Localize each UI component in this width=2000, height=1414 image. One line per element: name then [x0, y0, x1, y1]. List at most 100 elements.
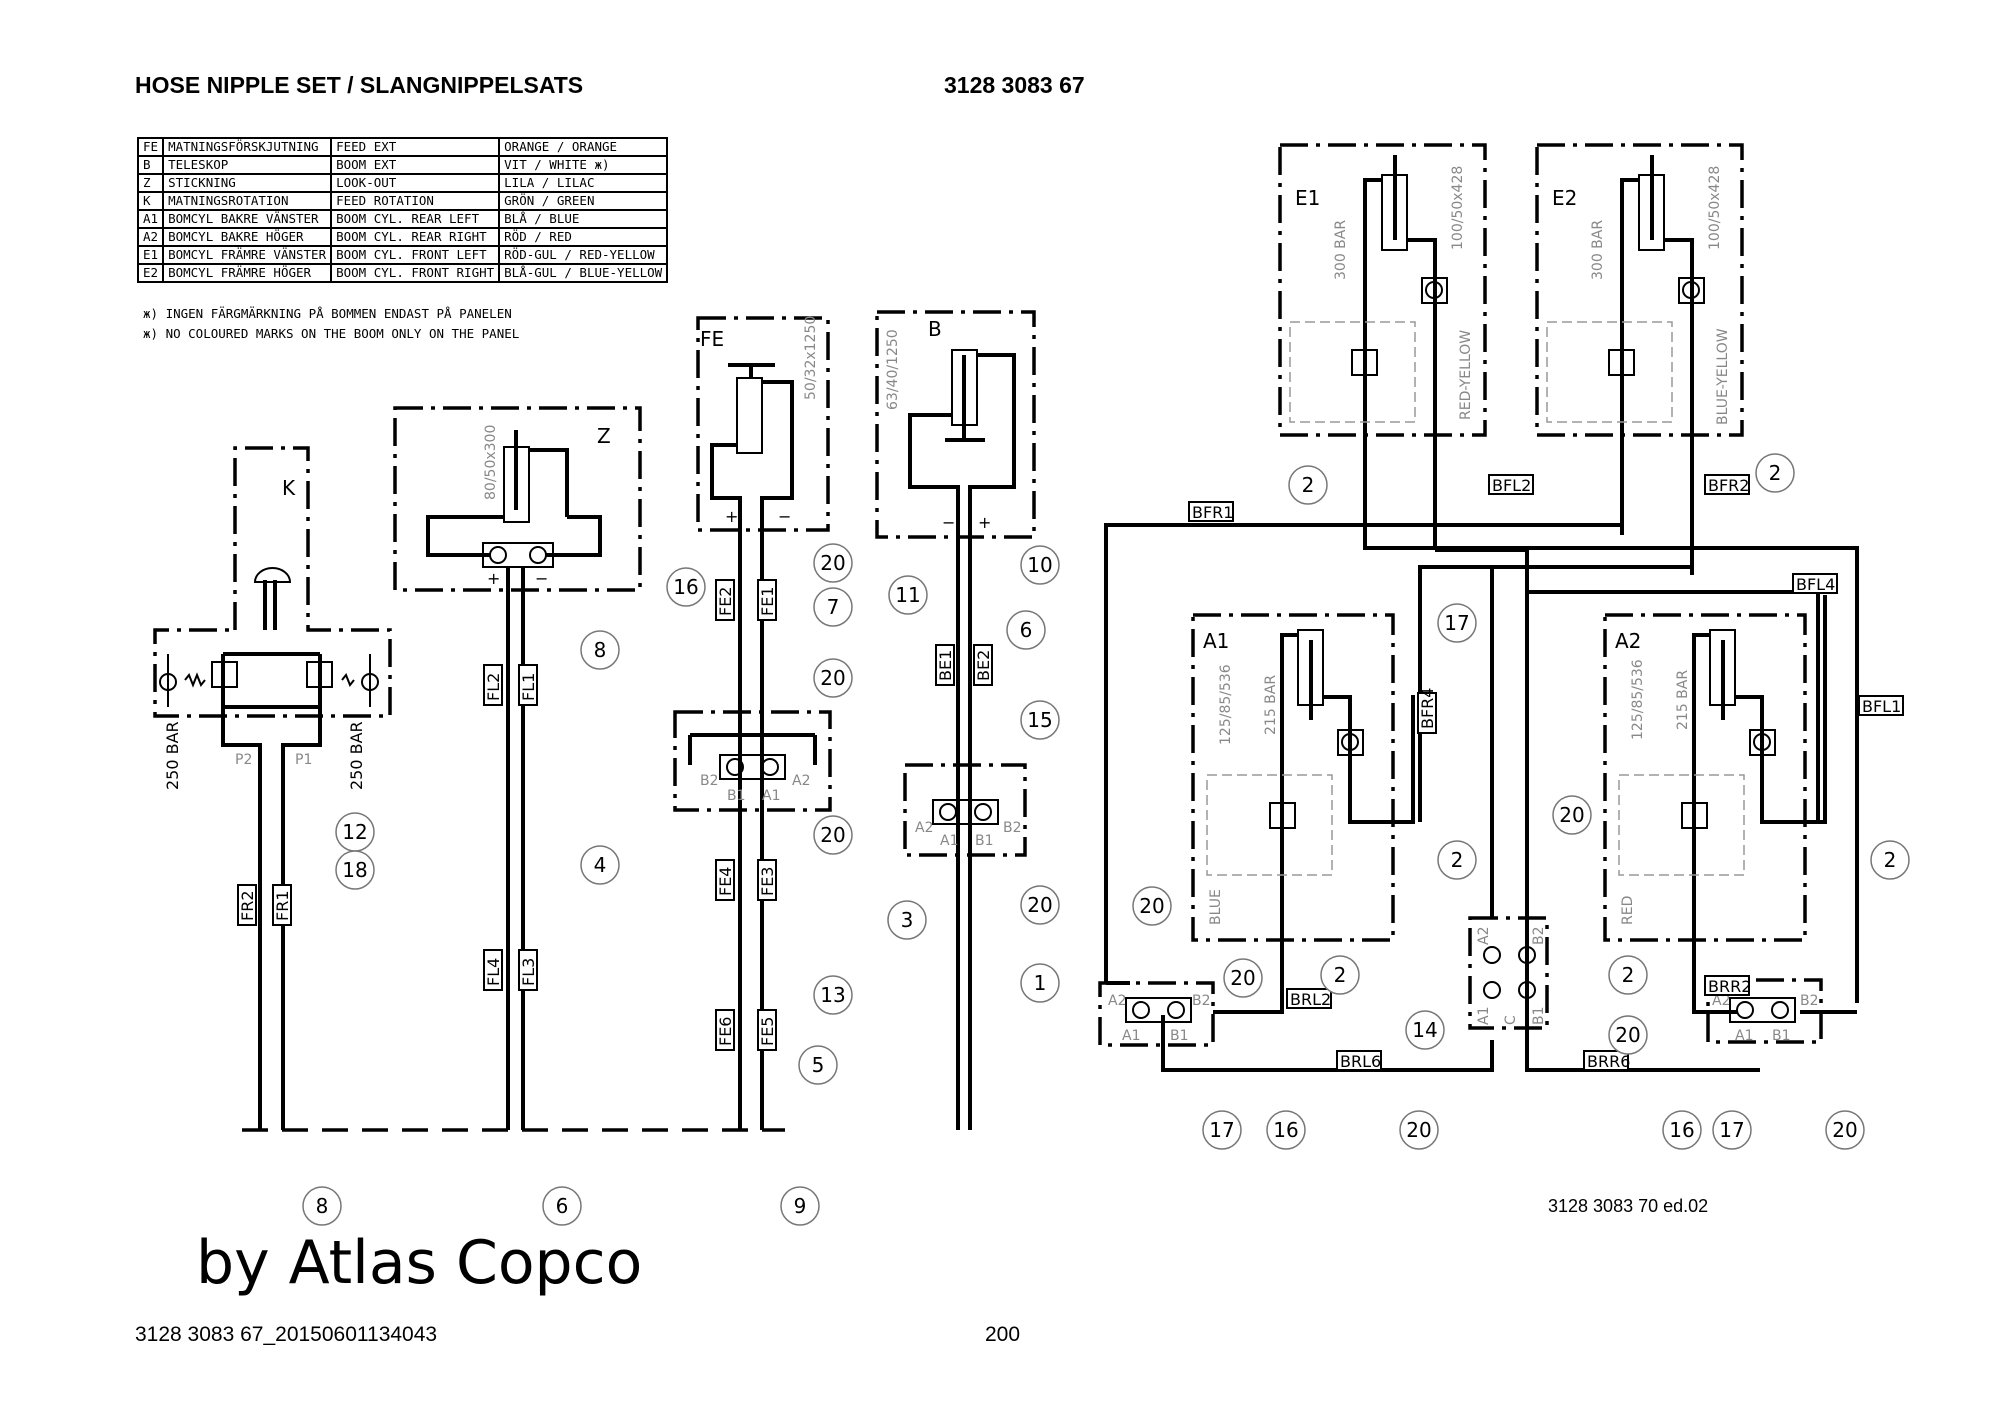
- svg-text:B1: B1: [1531, 1006, 1547, 1025]
- hose-tag: BE2: [973, 644, 993, 686]
- hose-tag: FL1: [518, 664, 538, 706]
- legend-cell-swedish: MATNINGSROTATION: [162, 191, 333, 211]
- hose-tag: BRR6: [1583, 1050, 1630, 1071]
- legend-note-swedish: ж) INGEN FÄRGMÄRKNING PÅ BOMMEN ENDAST P…: [143, 306, 512, 321]
- svg-text:B2: B2: [1192, 993, 1211, 1009]
- svg-text:−: −: [942, 513, 955, 532]
- item-number-bubble: 12: [335, 812, 375, 852]
- svg-text:100/50x428: 100/50x428: [1450, 166, 1466, 250]
- hose-tag: BFL4: [1792, 573, 1838, 594]
- hose-tag-label: BFR4: [1418, 688, 1437, 729]
- item-number: 17: [1719, 1118, 1744, 1142]
- legend-cell-color: VIT / WHITE ж): [498, 155, 669, 175]
- legend-cell-code: E1: [136, 245, 165, 265]
- hose-tag: BRR2: [1704, 975, 1751, 996]
- svg-text:250 BAR: 250 BAR: [163, 721, 182, 790]
- svg-text:300 BAR: 300 BAR: [1333, 220, 1349, 280]
- hose-tag: BRL2: [1286, 988, 1332, 1009]
- legend-cell-color: BLÅ-GUL / BLUE-YELLOW: [498, 263, 669, 283]
- right-valve-block: A2 B2 A1 B1: [1706, 978, 1823, 1044]
- hose-tag-label: FR2: [238, 891, 257, 922]
- svg-text:+: +: [725, 507, 738, 526]
- svg-text:FE: FE: [700, 327, 724, 351]
- hose-tag-label: BRL6: [1340, 1052, 1381, 1071]
- item-number: 6: [1020, 618, 1033, 642]
- item-number-bubble: 16: [666, 567, 706, 607]
- item-number: 2: [1622, 963, 1635, 987]
- legend-cell-swedish: BOMCYL FRÄMRE HÖGER: [162, 263, 333, 283]
- svg-text:A2: A2: [1712, 993, 1730, 1009]
- item-number: 20: [820, 551, 845, 575]
- svg-text:B1: B1: [727, 788, 746, 804]
- item-number-bubble: 9: [780, 1186, 820, 1226]
- item-number-bubble: 2: [1608, 955, 1648, 995]
- page-title: HOSE NIPPLE SET / SLANGNIPPELSATS: [135, 72, 584, 98]
- legend-cell-swedish: MATNINGSFÖRSKJUTNING: [162, 137, 333, 157]
- hose-tag: BFL2: [1488, 474, 1534, 495]
- legend-cell-swedish: BOMCYL BAKRE HÖGER: [162, 227, 333, 247]
- hose-tag: FE2: [715, 579, 735, 621]
- legend-cell-english: FEED ROTATION: [330, 191, 501, 211]
- item-number: 15: [1027, 708, 1052, 732]
- hose-tag: BRL6: [1336, 1050, 1382, 1071]
- item-number: 20: [1027, 893, 1052, 917]
- item-number: 2: [1451, 848, 1464, 872]
- item-number-bubble: 7: [813, 587, 853, 627]
- svg-text:Z: Z: [597, 424, 611, 448]
- item-number-bubble: 2: [1437, 840, 1477, 880]
- item-number-bubble: 20: [813, 815, 853, 855]
- legend-cell-english: BOOM CYL. FRONT RIGHT: [330, 263, 501, 283]
- svg-text:B1: B1: [975, 833, 994, 849]
- hose-tag: FE1: [757, 579, 777, 621]
- item-number-bubble: 2: [1288, 465, 1328, 505]
- item-number: 3: [901, 908, 914, 932]
- item-number-bubble: 20: [1608, 1015, 1648, 1055]
- svg-text:+: +: [978, 513, 991, 532]
- svg-text:80/50x300: 80/50x300: [483, 425, 499, 500]
- document-number: 3128 3083 67: [944, 72, 1085, 98]
- item-number: 20: [820, 823, 845, 847]
- legend-cell-english: BOOM CYL. FRONT LEFT: [330, 245, 501, 265]
- svg-text:B1: B1: [1772, 1028, 1791, 1044]
- hose-tag: FL3: [518, 949, 538, 991]
- svg-text:A2: A2: [1476, 927, 1492, 945]
- svg-text:300 BAR: 300 BAR: [1590, 220, 1606, 280]
- item-number: 1: [1034, 971, 1047, 995]
- hose-tag-label: BFL1: [1862, 697, 1901, 716]
- legend-cell-english: BOOM CYL. REAR RIGHT: [330, 227, 501, 247]
- item-number-bubble: 17: [1202, 1110, 1242, 1150]
- svg-text:215 BAR: 215 BAR: [1263, 675, 1279, 735]
- item-number: 17: [1444, 611, 1469, 635]
- hose-tag-label: BE2: [974, 650, 993, 681]
- item-number-bubble: 2: [1320, 955, 1360, 995]
- item-number-bubble: 14: [1405, 1010, 1445, 1050]
- legend-cell-swedish: TELESKOP: [162, 155, 333, 175]
- item-number: 8: [594, 638, 607, 662]
- item-number: 20: [1406, 1118, 1431, 1142]
- item-number: 20: [1832, 1118, 1857, 1142]
- svg-text:−: −: [535, 569, 548, 588]
- item-number: 20: [820, 666, 845, 690]
- item-number: 16: [1273, 1118, 1298, 1142]
- svg-text:A2: A2: [1108, 993, 1126, 1009]
- svg-text:+: +: [487, 569, 500, 588]
- hose-tag-label: FL1: [519, 673, 538, 701]
- hose-tag-label: BRR6: [1587, 1052, 1630, 1071]
- hose-tag-label: FE3: [758, 867, 777, 897]
- hose-tag: BE1: [935, 644, 955, 686]
- svg-text:125/85/536: 125/85/536: [1630, 659, 1646, 740]
- svg-text:125/85/536: 125/85/536: [1218, 664, 1234, 745]
- hose-tag-label: BFR1: [1192, 503, 1233, 522]
- legend-cell-code: FE: [136, 137, 165, 157]
- hose-tag-label: FL4: [484, 958, 503, 986]
- svg-text:P2: P2: [235, 752, 252, 768]
- svg-text:P1: P1: [295, 752, 312, 768]
- item-number-bubble: 20: [1825, 1110, 1865, 1150]
- hose-tag: FE6: [715, 1009, 735, 1051]
- hose-tag: BFL1: [1858, 695, 1904, 716]
- hose-tag-label: BRR2: [1708, 977, 1751, 996]
